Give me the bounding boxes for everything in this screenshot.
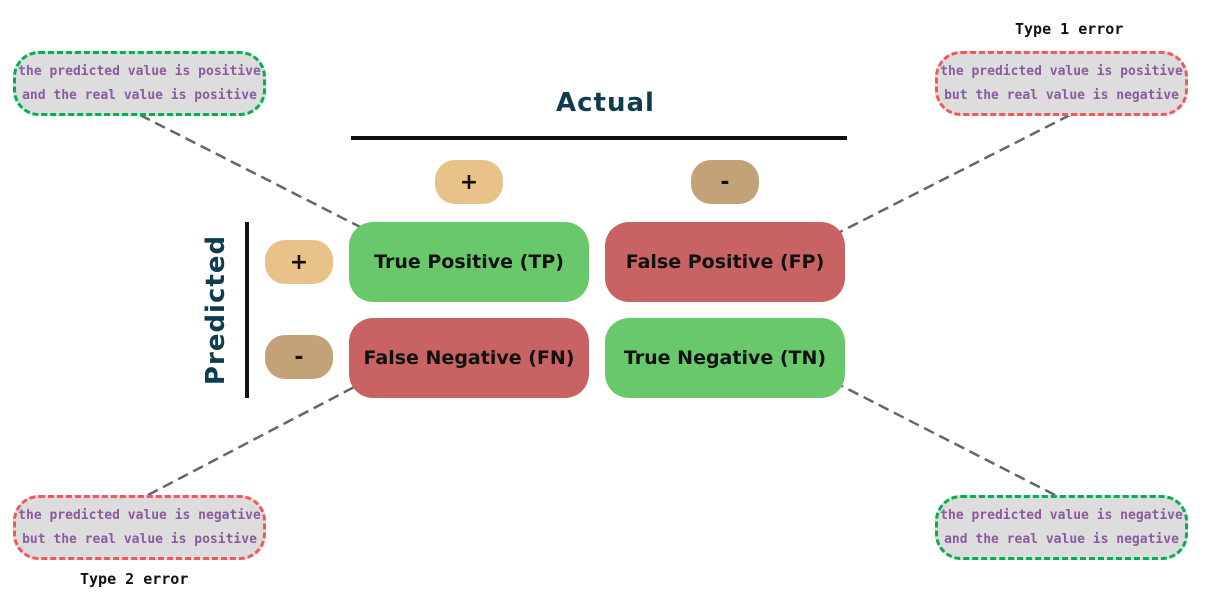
actual-negative-pill: - <box>691 160 759 204</box>
connector-fn <box>147 383 359 497</box>
callout-line-1: the predicted value is positive <box>18 63 261 79</box>
cell-false-negative: False Negative (FN) <box>349 318 589 398</box>
actual-axis-title: Actual <box>556 88 655 118</box>
predicted-positive-pill: + <box>265 240 333 284</box>
callout-line-1: the predicted value is negative <box>18 507 261 523</box>
predicted-axis-title: Predicted <box>201 234 231 386</box>
connector-fp <box>839 113 1071 234</box>
predicted-negative-pill: - <box>265 335 333 379</box>
callout-line-2: but the real value is negative <box>944 87 1179 103</box>
callout-true-positive: the predicted value is positive and the … <box>13 51 266 116</box>
callout-line-1: the predicted value is positive <box>940 63 1183 79</box>
actual-axis-line <box>351 136 847 140</box>
type-2-error-label: Type 2 error <box>80 570 189 588</box>
callout-true-negative: the predicted value is negative and the … <box>935 495 1188 560</box>
cell-false-positive: False Positive (FP) <box>605 222 845 302</box>
actual-positive-pill: + <box>435 160 503 204</box>
connector-tp <box>139 113 371 234</box>
cell-true-negative: True Negative (TN) <box>605 318 845 398</box>
callout-line-2: and the real value is positive <box>22 87 257 103</box>
type-1-error-label: Type 1 error <box>1015 20 1124 38</box>
callout-line-1: the predicted value is negative <box>940 507 1183 523</box>
callout-line-2: but the real value is positive <box>22 531 257 547</box>
connector-tn <box>839 383 1056 497</box>
callout-line-2: and the real value is negative <box>944 531 1179 547</box>
callout-false-negative: the predicted value is negative but the … <box>13 495 266 560</box>
predicted-axis-line <box>245 222 249 398</box>
callout-false-positive: the predicted value is positive but the … <box>935 51 1188 116</box>
cell-true-positive: True Positive (TP) <box>349 222 589 302</box>
